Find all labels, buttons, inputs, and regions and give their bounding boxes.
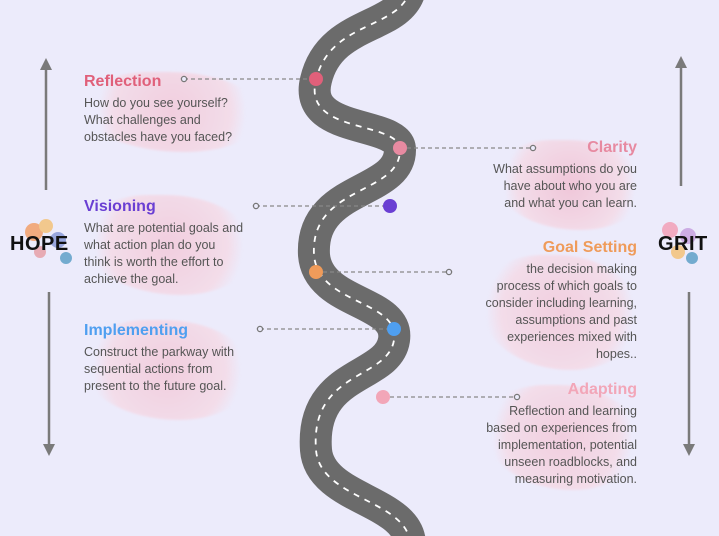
grit-splash-decoration xyxy=(662,222,698,264)
reflection-line: What challenges and xyxy=(84,113,201,127)
grit-label: GRIT xyxy=(658,233,708,255)
visioning-block: Visioning What are potential goals and w… xyxy=(84,197,284,288)
adapting-line: measuring motivation. xyxy=(514,472,637,486)
hope-label: HOPE xyxy=(10,233,69,255)
grit-down-arrow xyxy=(683,292,695,456)
implementing-line: present to the future goal. xyxy=(84,379,227,393)
visioning-line: think is worth the effort to xyxy=(84,255,224,269)
reflection-marker xyxy=(309,72,323,86)
hope-down-arrow xyxy=(43,292,55,456)
visioning-marker xyxy=(383,199,397,213)
implementing-line: sequential actions from xyxy=(84,362,213,376)
goal-setting-line: experiences mixed with xyxy=(507,330,637,344)
implementing-title: Implementing xyxy=(84,322,189,339)
goal-setting-line: assumptions and past xyxy=(515,313,637,327)
adapting-line: unseen roadblocks, and xyxy=(504,455,637,469)
goal-setting-description: the decision making process of which goa… xyxy=(437,261,637,363)
hope-splash-decoration xyxy=(25,219,72,264)
goal-setting-block: Goal Setting the decision making process… xyxy=(437,238,637,363)
goal-setting-connector-end xyxy=(445,268,453,276)
adapting-description: Reflection and learning based on experie… xyxy=(437,403,637,488)
goal-setting-line: consider including learning, xyxy=(485,296,637,310)
clarity-title: Clarity xyxy=(587,139,637,156)
clarity-description: What assumptions do you have about who y… xyxy=(437,161,637,212)
watercolor-blob xyxy=(485,385,640,490)
watercolor-blob xyxy=(480,255,640,370)
visioning-title: Visioning xyxy=(84,198,156,215)
reflection-connector-end xyxy=(180,75,188,83)
watercolor-blob xyxy=(84,195,254,295)
watercolor-blob xyxy=(82,72,262,152)
adapting-connector-end xyxy=(513,393,521,401)
adapting-block: Adapting Reflection and learning based o… xyxy=(437,380,637,488)
adapting-line: implementation, potential xyxy=(498,438,637,452)
adapting-title: Adapting xyxy=(567,381,637,398)
clarity-line: have about who you are xyxy=(503,179,637,193)
grit-up-arrow xyxy=(675,56,687,186)
goal-setting-line: process of which goals to xyxy=(496,279,637,293)
reflection-line: obstacles have you faced? xyxy=(84,130,233,144)
visioning-description: What are potential goals and what action… xyxy=(84,220,284,288)
reflection-title: Reflection xyxy=(84,73,162,90)
hope-up-arrow xyxy=(40,58,52,190)
goal-setting-line: the decision making xyxy=(526,262,637,276)
adapting-marker xyxy=(376,390,390,404)
reflection-line: How do you see yourself? xyxy=(84,96,228,110)
adapting-line: Reflection and learning xyxy=(509,404,637,418)
road xyxy=(297,0,425,536)
watercolor-blob xyxy=(82,320,252,420)
watercolor-blob xyxy=(495,140,645,230)
implementing-description: Construct the parkway with sequential ac… xyxy=(84,344,284,395)
reflection-description: How do you see yourself? What challenges… xyxy=(84,95,284,146)
implementing-line: Construct the parkway with xyxy=(84,345,235,359)
reflection-block: Reflection How do you see yourself? What… xyxy=(84,72,284,146)
adapting-line: based on experiences from xyxy=(486,421,637,435)
implementing-block: Implementing Construct the parkway with … xyxy=(84,321,284,395)
visioning-connector-end xyxy=(252,202,260,210)
implementing-connector-end xyxy=(256,325,264,333)
visioning-line: achieve the goal. xyxy=(84,272,179,286)
clarity-marker xyxy=(393,141,407,155)
goal-setting-marker xyxy=(309,265,323,279)
clarity-connector-end xyxy=(529,144,537,152)
visioning-line: what action plan do you xyxy=(84,238,216,252)
visioning-line: What are potential goals and xyxy=(84,221,244,235)
clarity-block: Clarity What assumptions do you have abo… xyxy=(437,138,637,212)
goal-setting-line: hopes.. xyxy=(595,347,637,361)
clarity-line: What assumptions do you xyxy=(493,162,637,176)
goal-setting-title: Goal Setting xyxy=(542,239,637,256)
implementing-marker xyxy=(387,322,401,336)
clarity-line: and what you can learn. xyxy=(504,196,637,210)
